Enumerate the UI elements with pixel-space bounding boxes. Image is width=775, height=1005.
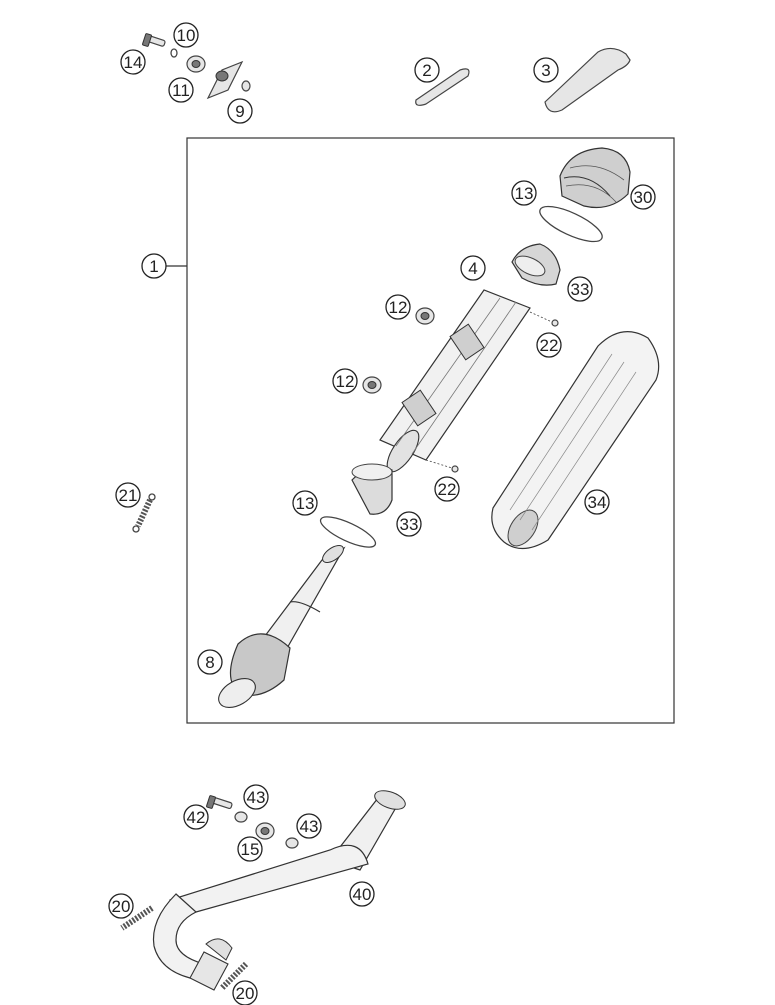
callout-22-lower[interactable]: 22 bbox=[434, 476, 460, 502]
rivet-part-22-upper bbox=[529, 311, 559, 327]
bracket-part-9 bbox=[206, 60, 251, 100]
callout-12-lower-label: 12 bbox=[336, 372, 355, 391]
callout-40-label: 40 bbox=[353, 885, 372, 904]
callout-10[interactable]: 10 bbox=[173, 22, 199, 48]
callout-14[interactable]: 14 bbox=[120, 49, 146, 75]
callout-33-upper[interactable]: 33 bbox=[567, 276, 593, 302]
callout-2-label: 2 bbox=[422, 61, 431, 80]
rubber-grommet-part-11 bbox=[186, 55, 206, 73]
callout-22-upper-label: 22 bbox=[540, 336, 559, 355]
callout-43-lower-label: 43 bbox=[300, 817, 319, 836]
washer-part-10 bbox=[170, 48, 178, 58]
callout-15[interactable]: 15 bbox=[237, 836, 263, 862]
callout-30[interactable]: 30 bbox=[630, 184, 656, 210]
callout-8-label: 8 bbox=[205, 653, 214, 672]
callout-11[interactable]: 11 bbox=[168, 77, 194, 103]
callout-2[interactable]: 2 bbox=[414, 57, 440, 83]
callout-11-label: 11 bbox=[172, 81, 190, 100]
callout-4[interactable]: 4 bbox=[460, 255, 486, 281]
o-ring-part-13-upper bbox=[539, 205, 603, 243]
callout-43-upper-label: 43 bbox=[247, 788, 266, 807]
heat-shield-part-2 bbox=[415, 68, 470, 106]
callout-43-lower[interactable]: 43 bbox=[296, 813, 322, 839]
callout-34-label: 34 bbox=[588, 493, 607, 512]
callout-14-label: 14 bbox=[124, 53, 143, 72]
heat-shield-part-3 bbox=[544, 47, 631, 113]
assembly-frame bbox=[186, 137, 675, 724]
callout-4-label: 4 bbox=[468, 259, 477, 278]
callout-12-upper-label: 12 bbox=[389, 298, 408, 317]
callout-22-upper[interactable]: 22 bbox=[536, 332, 562, 358]
callout-1-label: 1 bbox=[149, 257, 158, 276]
rubber-grommet-part-12-lower bbox=[362, 376, 382, 394]
callout-40[interactable]: 40 bbox=[349, 881, 375, 907]
callout-20-left-label: 20 bbox=[112, 897, 131, 916]
callout-13-upper[interactable]: 13 bbox=[511, 180, 537, 206]
washer-part-43-upper bbox=[234, 811, 248, 823]
washer-part-43-lower bbox=[285, 837, 299, 849]
callout-20-left[interactable]: 20 bbox=[108, 893, 134, 919]
cone-insert-part-33-upper bbox=[511, 243, 561, 286]
grommet-part-15 bbox=[255, 822, 275, 840]
bolt-part-42 bbox=[206, 795, 233, 810]
front-cap-part-8 bbox=[218, 545, 346, 708]
callout-9[interactable]: 9 bbox=[227, 98, 253, 124]
cone-insert-part-33-lower bbox=[351, 463, 393, 515]
header-pipe-part-40 bbox=[152, 790, 406, 991]
callout-1[interactable]: 1 bbox=[141, 253, 167, 279]
callout-8[interactable]: 8 bbox=[197, 649, 223, 675]
callout-3[interactable]: 3 bbox=[533, 57, 559, 83]
rubber-grommet-part-12-upper bbox=[415, 307, 435, 325]
bolt-part-14 bbox=[142, 33, 166, 47]
callout-21[interactable]: 21 bbox=[115, 482, 141, 508]
callout-20-right-label: 20 bbox=[236, 984, 255, 1003]
callout-13-upper-label: 13 bbox=[515, 184, 534, 203]
callout-12-lower[interactable]: 12 bbox=[332, 368, 358, 394]
callout-10-label: 10 bbox=[177, 26, 196, 45]
callout-22-lower-label: 22 bbox=[438, 480, 457, 499]
callout-3-label: 3 bbox=[541, 61, 550, 80]
callout-13-lower[interactable]: 13 bbox=[292, 490, 318, 516]
callout-20-right[interactable]: 20 bbox=[232, 980, 258, 1005]
spring-part-20-left bbox=[120, 905, 154, 931]
callout-30-label: 30 bbox=[634, 188, 653, 207]
callout-33-lower-label: 33 bbox=[400, 515, 419, 534]
callout-33-lower[interactable]: 33 bbox=[396, 511, 422, 537]
silencer-body-part-4 bbox=[379, 289, 531, 473]
callout-13-lower-label: 13 bbox=[296, 494, 315, 513]
callout-33-upper-label: 33 bbox=[571, 280, 590, 299]
o-ring-part-13-lower bbox=[319, 516, 377, 548]
callout-42[interactable]: 42 bbox=[183, 804, 209, 830]
callout-12-upper[interactable]: 12 bbox=[385, 294, 411, 320]
silencer-sleeve-part-34 bbox=[491, 331, 660, 550]
end-cap-part-30 bbox=[559, 147, 631, 209]
callout-43-upper[interactable]: 43 bbox=[243, 784, 269, 810]
spring-part-21 bbox=[132, 493, 156, 533]
callout-9-label: 9 bbox=[235, 102, 244, 121]
rivet-part-22-lower bbox=[425, 459, 459, 473]
spring-part-20-right bbox=[219, 961, 249, 991]
callout-42-label: 42 bbox=[187, 808, 206, 827]
callout-21-label: 21 bbox=[119, 486, 138, 505]
callout-34[interactable]: 34 bbox=[584, 489, 610, 515]
callout-15-label: 15 bbox=[241, 840, 260, 859]
